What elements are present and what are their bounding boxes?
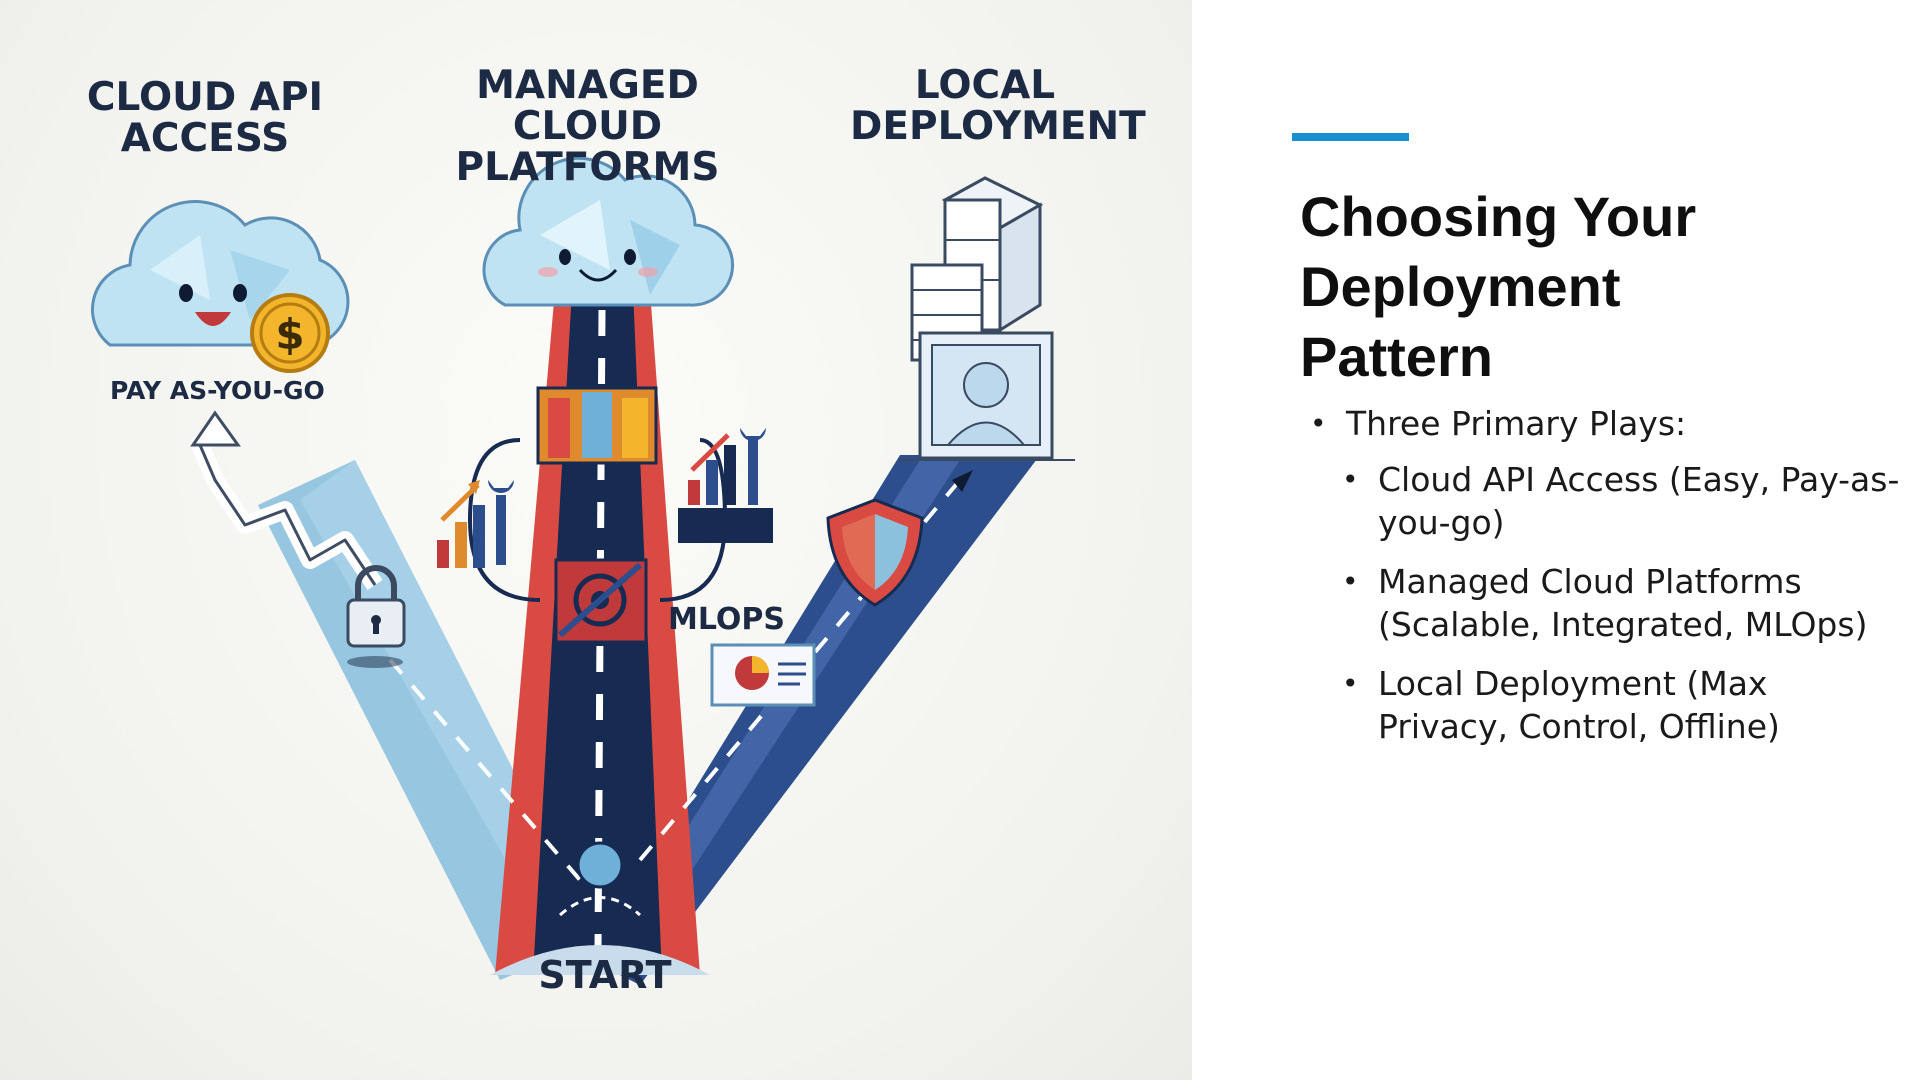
title-accent-bar [1292, 133, 1409, 141]
bullet-dot: • [1342, 458, 1359, 501]
label-cloud-api-line2: ACCESS [60, 119, 350, 160]
right-bar-chart-icon [678, 435, 773, 543]
pie-chart-card-icon [712, 645, 814, 705]
bullet-dot: • [1310, 402, 1327, 446]
bullet-item-managed-cloud: • Managed Cloud Platforms (Scalable, Int… [1306, 560, 1906, 646]
bar-chart-icon [437, 480, 485, 568]
label-local-deployment: LOCAL DEPLOYMENT [850, 66, 1120, 148]
bullet-item-local-deployment: • Local Deployment (Max Privacy, Control… [1306, 662, 1906, 748]
label-mlops: MLOPS [668, 604, 778, 636]
slide-title-line: Pattern [1300, 322, 1860, 392]
user-frame-icon [900, 333, 1075, 460]
label-managed-line1: MANAGED CLOUD [415, 66, 760, 148]
label-start: START [530, 956, 680, 996]
bullet-item-text: Managed Cloud Platforms (Scalable, Integ… [1378, 562, 1867, 644]
start-orb [578, 843, 622, 887]
bullet-dot: • [1342, 560, 1359, 603]
bullet-item-text: Cloud API Access (Easy, Pay-as-you-go) [1378, 460, 1899, 542]
bullet-item-cloud-api: • Cloud API Access (Easy, Pay-as-you-go) [1306, 458, 1906, 544]
city-blocks-icon [538, 388, 656, 463]
slide-title: Choosing Your Deployment Pattern [1300, 182, 1860, 392]
dollar-symbol: $ [275, 310, 304, 359]
bullet-list: • Three Primary Plays: • Cloud API Acces… [1306, 402, 1906, 764]
label-managed-cloud-platforms: MANAGED CLOUD PLATFORMS [415, 66, 760, 189]
bullet-heading: • Three Primary Plays: [1306, 402, 1906, 446]
label-cloud-api-access: CLOUD API ACCESS [60, 78, 350, 160]
bullet-heading-text: Three Primary Plays: [1346, 404, 1686, 443]
label-local-line2: DEPLOYMENT [850, 107, 1120, 148]
slide-title-line: Choosing Your [1300, 182, 1860, 252]
target-icon [556, 560, 646, 642]
bullet-dot: • [1342, 662, 1359, 705]
coin-dollar-icon: $ [252, 295, 328, 371]
label-managed-line2: PLATFORMS [415, 148, 760, 189]
wrench-icon [488, 480, 514, 565]
label-pay-as-you-go: PAY AS-YOU-GO [110, 378, 330, 404]
deployment-paths-illustration: $ [0, 0, 1192, 1080]
right-wrench-icon [740, 428, 766, 505]
slide-title-line: Deployment [1300, 252, 1860, 322]
bullet-item-text: Local Deployment (Max Privacy, Control, … [1378, 664, 1780, 746]
label-cloud-api-line1: CLOUD API [60, 78, 350, 119]
label-local-line1: LOCAL [850, 66, 1120, 107]
